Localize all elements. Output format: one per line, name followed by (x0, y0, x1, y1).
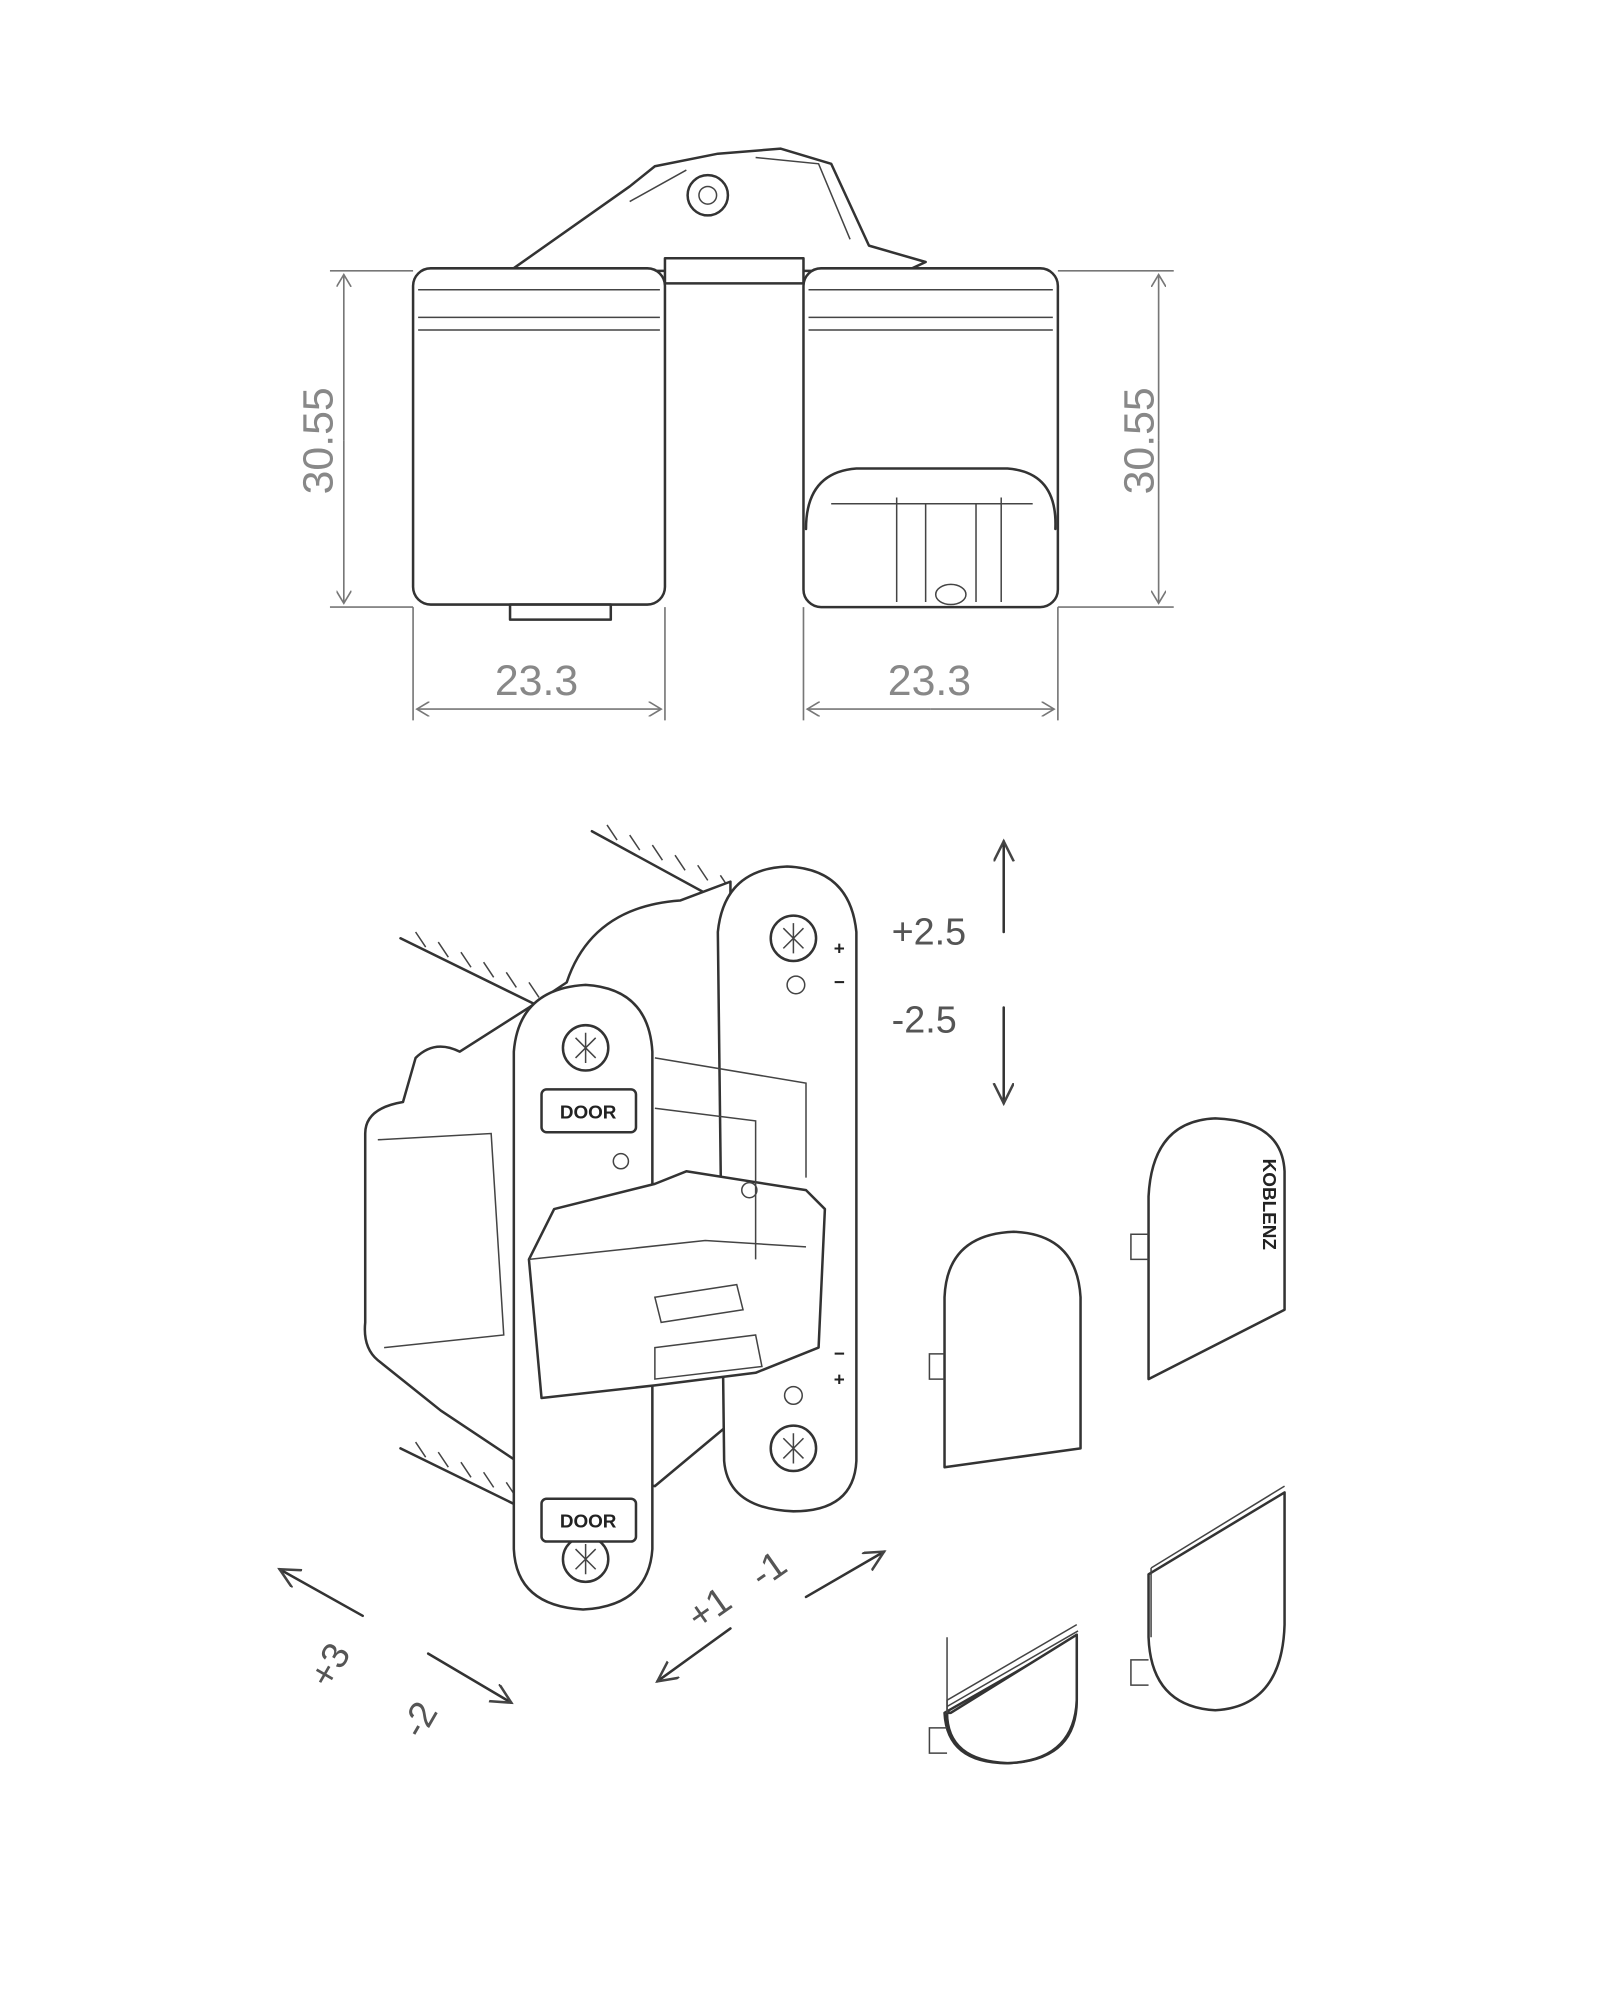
svg-text:+: + (834, 939, 845, 960)
plate-marking-upper: DOOR (560, 1102, 617, 1123)
depth-minus-label: -2 (393, 1695, 446, 1745)
cover-cap-1 (943, 1230, 1082, 1469)
cover-cap-4 (1147, 1491, 1286, 1712)
svg-text:−: − (834, 1344, 845, 1365)
hinge-isometric: + − − + DOOR DOOR (363, 824, 858, 1611)
top-view: 30.55 30.55 23.3 23.3 (294, 147, 1174, 721)
svg-text:−: − (834, 973, 845, 994)
width-dim-right: 23.3 (888, 657, 971, 705)
height-dim-right: 30.55 (1116, 387, 1164, 494)
arrow-up-left-icon (280, 1569, 364, 1618)
width-dim-left: 23.3 (495, 657, 578, 705)
cap-brand-logo: KOBLENZ (1258, 1159, 1279, 1250)
lateral-adjustment: +1 -1 (657, 1543, 884, 1681)
svg-text:+: + (834, 1369, 845, 1390)
right-body (802, 267, 1060, 609)
left-body (411, 267, 667, 606)
height-dim-left: 30.55 (294, 387, 342, 494)
depth-adjustment: +3 -2 (280, 1569, 512, 1745)
vertical-plus-label: +2.5 (892, 912, 967, 954)
bottom-tab (508, 603, 613, 621)
lateral-minus-label: -1 (743, 1543, 795, 1597)
cover-cap-2 (1147, 1117, 1286, 1381)
hinge-mechanism (527, 1170, 827, 1400)
cover-caps: KOBLENZ (928, 1117, 1286, 1765)
vertical-adjustment: +2.5 -2.5 (892, 841, 1004, 1103)
center-post (663, 256, 805, 285)
right-body-pocket (804, 467, 1057, 531)
pivot-screw (686, 173, 730, 217)
depth-plus-label: +3 (301, 1636, 359, 1694)
arrow-upper-right-icon (804, 1552, 884, 1599)
arrow-lower-left-icon (657, 1627, 732, 1681)
plate-marking-lower: DOOR (560, 1512, 617, 1533)
vertical-minus-label: -2.5 (892, 1000, 957, 1042)
arrow-down-right-icon (426, 1652, 511, 1703)
